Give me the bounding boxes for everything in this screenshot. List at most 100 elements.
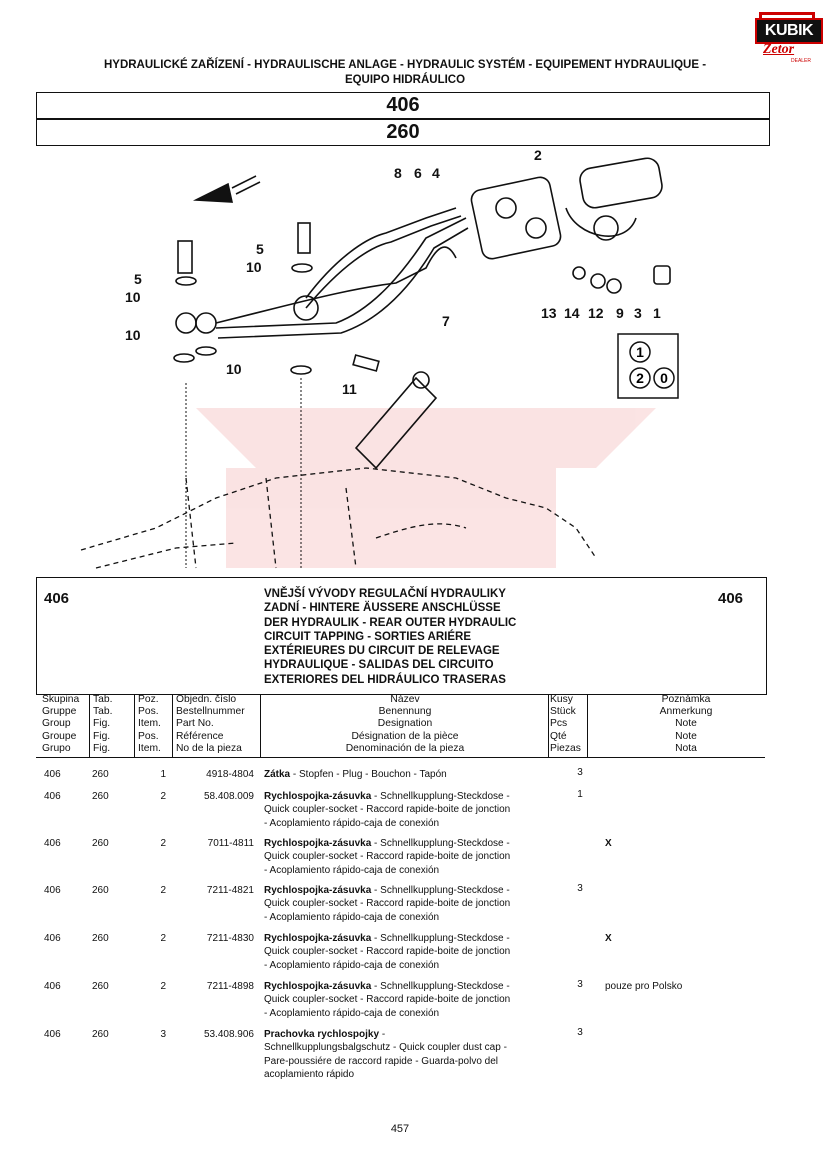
hydraulic-pipe-8 [305, 207, 457, 299]
column-header-position: Poz. Pos. Item. Pos. Item. [138, 694, 161, 754]
section-group-left: 406 [44, 590, 70, 607]
cell-group: 406 [44, 981, 61, 992]
cell-part-number: 58.408.009 [203, 791, 254, 802]
column-divider [134, 694, 135, 758]
cell-name-bold: Zátka [264, 769, 291, 780]
cell-qty: 3 [577, 767, 583, 778]
logo-sub-brand: Zetor [763, 42, 795, 57]
hydraulic-pipe-6 [215, 217, 467, 329]
column-header-table: Tab. Tab. Fig. Fig. Fig. [93, 694, 113, 754]
table-code-box: 260 [36, 119, 770, 146]
page-title-line-1: HYDRAULICKÉ ZAŘÍZENÍ - HYDRAULISCHE ANLA… [103, 59, 707, 71]
callout-14: 14 [564, 305, 580, 321]
column-divider [89, 694, 90, 758]
column-divider [172, 694, 173, 758]
exploded-parts-diagram: 1 2 0 2 8 6 4 5 10 5 10 10 10 7 11 13 14… [80, 148, 679, 569]
cell-table: 260 [92, 885, 109, 896]
callout-9: 9 [616, 305, 624, 321]
cell-name: Rychlospojka-zásuvka - Schnellkupplung-S… [264, 932, 546, 972]
header-divider [36, 757, 765, 758]
cell-name-bold: Rychlospojka-zásuvka [264, 981, 372, 992]
column-header-name: Název Benennung Designation Désignation … [345, 694, 465, 754]
cell-name-rest: - Schnellkupplung-Steckdose - Quick coup… [264, 838, 511, 876]
tractor-housing-outline [80, 467, 597, 569]
cell-part-number: 7211-4898 [206, 981, 254, 992]
cell-name-bold: Rychlospojka-zásuvka [264, 885, 372, 896]
direction-arrow [192, 182, 234, 203]
cell-group: 406 [44, 1029, 61, 1040]
cell-qty: 3 [577, 979, 583, 990]
cell-name: Zátka - Stopfen - Plug - Bouchon - Tapón [264, 768, 546, 781]
cell-name-bold: Rychlospojka-zásuvka [264, 791, 372, 802]
cell-name-rest: - Schnellkupplung-Steckdose - Quick coup… [264, 885, 511, 923]
section-group-right: 406 [718, 590, 744, 607]
logo-brand: KUBIK [755, 18, 823, 44]
group-code-box: 406 [36, 92, 770, 119]
cell-table: 260 [92, 981, 109, 992]
column-header-note: Poznámka Anmerkung Note Note Nota [659, 694, 713, 754]
callout-7: 7 [442, 313, 450, 329]
cell-position: 2 [160, 791, 166, 802]
callout-10b: 10 [125, 289, 141, 305]
cell-qty: 1 [577, 789, 583, 800]
callout-2: 2 [534, 148, 542, 163]
column-header-group: Skupina Gruppe Group Groupe Grupo [42, 694, 80, 754]
cell-name-bold: Prachovka rychlospojky [264, 1029, 380, 1040]
cell-position: 1 [160, 769, 166, 780]
cell-position: 2 [160, 838, 166, 849]
cell-table: 260 [92, 1029, 109, 1040]
column-header-part-no: Objedn. číslo Bestellnummer Part No. Réf… [176, 694, 245, 754]
cell-name-rest: - Schnellkupplung-Steckdose - Quick coup… [264, 933, 511, 971]
callout-10c: 10 [125, 327, 141, 343]
cell-qty: 3 [577, 1027, 583, 1038]
page-number: 457 [390, 1123, 410, 1135]
section-description-box [36, 577, 767, 695]
callout-6: 6 [414, 165, 422, 181]
cell-position: 2 [160, 885, 166, 896]
column-divider [260, 694, 261, 758]
callout-10: 10 [246, 259, 262, 275]
cell-name-bold: Rychlospojka-zásuvka [264, 933, 372, 944]
callout-4: 4 [432, 165, 440, 181]
callout-12: 12 [588, 305, 604, 321]
cell-note: X [605, 933, 612, 944]
cell-name: Rychlospojka-zásuvka - Schnellkupplung-S… [264, 980, 546, 1020]
column-divider [587, 694, 588, 758]
page-title-line-2: EQUIPO HIDRÁULICO [344, 74, 466, 86]
cell-note: X [605, 838, 612, 849]
logo-frame [759, 12, 815, 20]
cell-group: 406 [44, 838, 61, 849]
callout-8: 8 [394, 165, 402, 181]
cell-table: 260 [92, 791, 109, 802]
watermark [196, 408, 656, 568]
cell-name-rest: - Schnellkupplung-Steckdose - Quick coup… [264, 981, 511, 1019]
cell-name-rest: - Schnellkupplungsbalgschutz - Quick cou… [264, 1029, 507, 1081]
section-description: VNĚJŠÍ VÝVODY REGULAČNÍ HYDRAULIKY ZADNÍ… [264, 588, 517, 686]
callout-5: 5 [256, 241, 264, 257]
callout-1: 1 [653, 305, 661, 321]
cell-group: 406 [44, 933, 61, 944]
cell-name-bold: Rychlospojka-zásuvka [264, 838, 372, 849]
cell-qty: 3 [577, 883, 583, 894]
cell-note: pouze pro Polsko [605, 981, 683, 992]
cell-position: 2 [160, 933, 166, 944]
callout-11: 11 [342, 381, 357, 397]
cell-name: Rychlospojka-zásuvka - Schnellkupplung-S… [264, 884, 546, 924]
legend-label-1: 1 [636, 344, 644, 360]
cell-part-number: 7011-4811 [207, 838, 254, 849]
page-title: HYDRAULICKÉ ZAŘÍZENÍ - HYDRAULISCHE ANLA… [40, 58, 770, 88]
column-divider [548, 694, 549, 758]
cell-part-number: 53.408.906 [203, 1029, 254, 1040]
cell-name: Prachovka rychlospojky - Schnellkupplung… [264, 1028, 546, 1082]
cell-name-rest: - Stopfen - Plug - Bouchon - Tapón [290, 769, 447, 780]
callout-13: 13 [541, 305, 557, 321]
cell-part-number: 7211-4830 [206, 933, 254, 944]
legend-label-0: 0 [660, 370, 668, 386]
cell-part-number: 7211-4821 [206, 885, 254, 896]
hydraulic-pipe-7 [215, 246, 457, 324]
logo-tagline: DEALER [791, 58, 812, 64]
legend-box: 1 2 0 [617, 333, 679, 399]
callout-3: 3 [634, 305, 642, 321]
cell-table: 260 [92, 769, 109, 780]
column-header-qty: Kusy Stück Pcs Qté Piezas [550, 694, 581, 754]
